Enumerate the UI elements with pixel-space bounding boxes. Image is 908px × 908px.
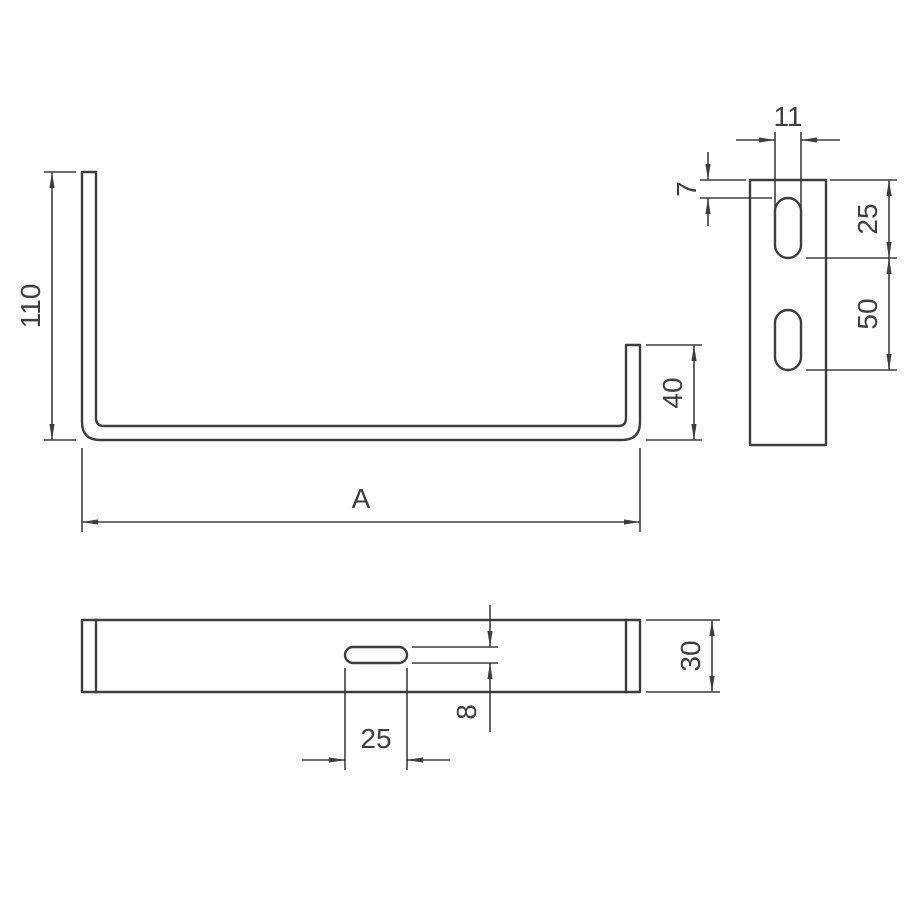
dim-label-top-slot-width: 8 [451, 704, 482, 720]
center-slot [343, 645, 409, 665]
dim-height: 110 [15, 171, 76, 441]
dim-label-slot-top-offset: 7 [671, 181, 702, 197]
dim-length: A [81, 448, 641, 532]
top-plate-outline [80, 618, 642, 694]
dim-slot-spacing: 50 [806, 258, 897, 371]
dim-top-slot-width: 8 [412, 605, 498, 732]
top-view: 30 8 25 [80, 605, 720, 770]
dim-label-leg-height: 40 [657, 377, 688, 408]
upper-slot [773, 196, 803, 260]
dim-label-height: 110 [15, 284, 46, 329]
end-view: 11 7 25 50 [671, 101, 897, 447]
dim-label-top-slot-length: 25 [360, 723, 391, 754]
dim-label-slot-length: 25 [852, 203, 883, 234]
end-plate-outline [748, 178, 828, 447]
dim-plate-depth: 30 [646, 619, 720, 693]
dim-slot-width: 11 [736, 101, 840, 210]
dim-slot-top-offset: 7 [671, 152, 772, 226]
dim-label-slot-spacing: 50 [852, 298, 883, 329]
dim-leg-height: 40 [646, 344, 702, 441]
dim-slot-length: 25 [806, 179, 897, 259]
lower-slot [773, 308, 803, 372]
dim-label-slot-width: 11 [773, 101, 802, 132]
dim-label-plate-depth: 30 [675, 640, 706, 671]
dim-top-slot-length: 25 [302, 668, 450, 770]
bracket-profile-outline [80, 170, 642, 442]
side-view: 110 A 40 [15, 170, 702, 532]
dim-label-length: A [352, 483, 371, 514]
